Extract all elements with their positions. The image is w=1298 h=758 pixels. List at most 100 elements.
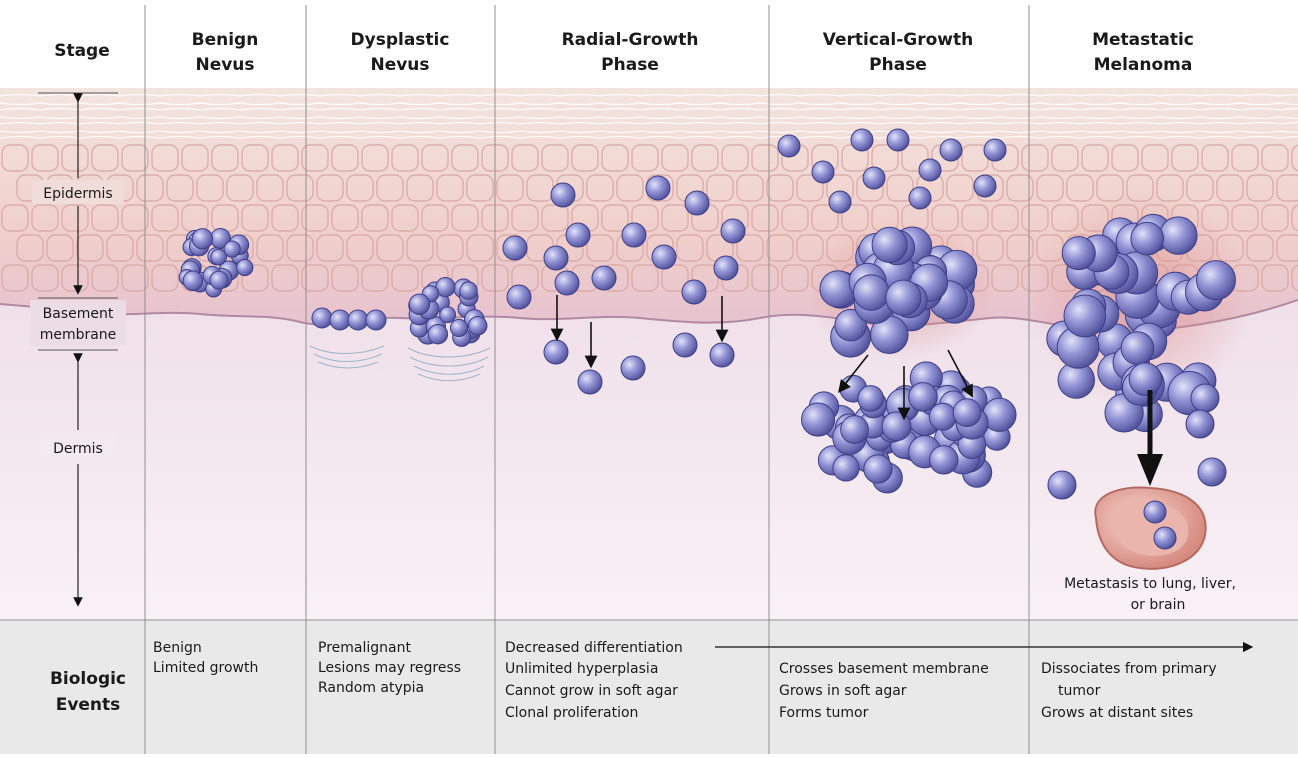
melanocyte-cell [858,386,884,412]
col-metastatic-title-1: Metastatic [1092,30,1194,50]
melanocyte-cell [409,294,429,314]
melanocyte-cell [460,282,477,299]
melanocyte-cell [863,167,885,189]
melanocyte-cell [1198,458,1226,486]
basement-label-1: Basement [43,306,114,322]
melanocyte-cell [1129,363,1162,396]
melanocyte-cell [652,245,676,269]
melanocyte-cell [503,236,527,260]
dysplastic-event-2: Lesions may regress [318,660,461,676]
melanocyte-cell [621,356,645,380]
metastatic-event-1: Dissociates from primary [1041,661,1217,677]
metastatic-event-3: Grows at distant sites [1041,705,1193,721]
melanocyte-cell [237,259,253,275]
melanocyte-cell [721,219,745,243]
melanocyte-cell [682,280,706,304]
vertical-event-3: Forms tumor [779,705,869,721]
melanocyte-cell [685,191,709,215]
melanocyte-cell [192,229,212,249]
melanocyte-cell [882,412,911,441]
melanocyte-cell [1131,222,1164,255]
stage-label: Stage [54,41,110,61]
melanocyte-cell [887,129,909,151]
melanocyte-cell [919,159,941,181]
melanocyte-cell [673,333,697,357]
melanocyte-cell [210,271,228,289]
melanocyte-cell [1154,527,1176,549]
melanocyte-cell [812,161,834,183]
benign-event-1: Benign [153,640,202,656]
melanocyte-cell [224,241,240,257]
melanocyte-cell [872,227,907,262]
melanocyte-cell [440,307,456,323]
melanocyte-cell [566,223,590,247]
col-dysplastic-title-2: Nevus [370,55,429,75]
blood-vessel [1095,487,1205,568]
melanocyte-cell [1048,471,1076,499]
melanocyte-cell [1062,237,1095,270]
melanocyte-cell [544,246,568,270]
melanocyte-cell [646,176,670,200]
melanocyte-cell [853,275,889,311]
melanocyte-cell [183,271,203,291]
vertical-event-2: Grows in soft agar [779,683,907,699]
melanocyte-cell [1064,295,1106,337]
melanocyte-cell [833,455,859,481]
metastasis-note-2: or brain [1131,597,1186,613]
col-metastatic-title-2: Melanoma [1094,55,1193,75]
melanocyte-cell [829,191,851,213]
melanocyte-cell [1121,332,1154,365]
radial-event-3: Cannot grow in soft agar [505,683,678,699]
col-vertical-title-1: Vertical-Growth [823,30,973,50]
metastatic-event-2: tumor [1058,683,1101,699]
melanocyte-cell [578,370,602,394]
melanocyte-cell [864,455,892,483]
melanocyte-cell [802,403,835,436]
events-label-2: Events [56,695,121,715]
metastasis-note-1: Metastasis to lung, liver, [1064,576,1236,592]
melanocyte-cell [1160,217,1197,254]
melanocyte-cell [592,266,616,290]
melanocyte-cell [330,310,350,330]
events-label-1: Biologic [50,669,126,689]
melanocyte-cell [930,446,958,474]
melanocyte-cell [507,285,531,309]
radial-event-1: Decreased differentiation [505,640,683,656]
melanocyte-cell [778,135,800,157]
melanocyte-cell [312,308,332,328]
melanocyte-cell [428,324,447,343]
dysplastic-event-3: Random atypia [318,680,424,696]
col-benign-title-1: Benign [192,30,259,50]
melanocyte-cell [953,399,981,427]
melanocyte-cell [841,416,869,444]
radial-event-2: Unlimited hyperplasia [505,661,658,677]
col-dysplastic-title-1: Dysplastic [351,30,450,50]
melanocyte-cell [909,187,931,209]
melanocyte-cell [929,403,956,430]
epidermis-label: Epidermis [43,186,112,202]
melanocyte-cell [851,129,873,151]
melanocyte-cell [544,340,568,364]
dermis-label: Dermis [53,441,103,457]
basement-label-2: membrane [40,327,117,343]
melanocyte-cell [886,280,921,315]
radial-event-4: Clonal proliferation [505,705,638,721]
dysplastic-event-1: Premalignant [318,640,411,656]
melanocyte-cell [622,223,646,247]
col-benign-title-2: Nevus [195,55,254,75]
col-radial-title-2: Phase [601,55,659,75]
melanocyte-cell [984,139,1006,161]
melanocyte-cell [450,319,467,336]
melanocyte-cell [348,310,368,330]
melanocyte-cell [1186,410,1214,438]
melanocyte-cell [366,310,386,330]
melanocyte-cell [555,271,579,295]
vertical-event-1: Crosses basement membrane [779,661,989,677]
melanocyte-cell [551,183,575,207]
benign-event-2: Limited growth [153,660,258,676]
melanocyte-cell [940,139,962,161]
col-vertical-title-2: Phase [869,55,927,75]
col-radial-title-1: Radial-Growth [562,30,699,50]
